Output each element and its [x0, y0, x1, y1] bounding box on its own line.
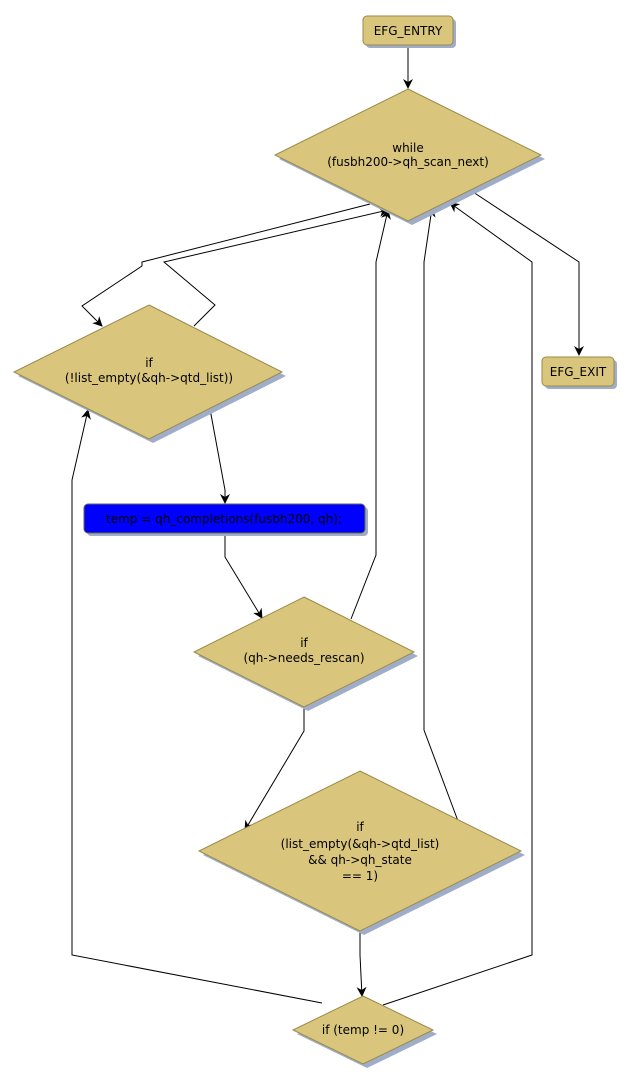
- node-if-list-empty-state[interactable]: if (list_empty(&qh->qtd_list) && qh->qh_…: [197, 770, 525, 935]
- edge-if-list-not-empty-to-while: [162, 207, 389, 327]
- node-entry[interactable]: EFG_ENTRY: [362, 15, 456, 48]
- node-stmt-completions-label: temp = qh_completions(fusbh200, qh);: [106, 512, 342, 526]
- edge-while-to-if-list-not-empty: [81, 203, 371, 327]
- node-exit[interactable]: EFG_EXIT: [541, 356, 617, 389]
- edge-if-list-empty-state-to-while: [423, 207, 459, 822]
- node-if-list-not-empty-line-2: (!list_empty(&qh->qtd_list)): [65, 371, 233, 385]
- edge-if-temp-to-if-list-not-empty: [71, 409, 323, 1004]
- node-if-list-empty-state-line-3: && qh->qh_state: [308, 853, 412, 867]
- node-exit-label: EFG_EXIT: [550, 365, 607, 379]
- node-while-loop[interactable]: while (fusbh200->qh_scan_next): [273, 88, 545, 225]
- node-while-loop-line-1: while: [392, 141, 423, 155]
- edges: [71, 46, 584, 1006]
- edge-if-needs-rescan-to-while: [350, 209, 391, 620]
- edge-if-list-empty-state-to-if-temp: [356, 932, 367, 997]
- edge-while-to-exit: [469, 189, 584, 356]
- node-if-list-not-empty[interactable]: if (!list_empty(&qh->qtd_list)): [12, 304, 286, 443]
- node-if-list-not-empty-line-1: if: [145, 356, 153, 370]
- edge-stmt-to-if-needs-rescan: [224, 535, 263, 619]
- node-stmt-completions[interactable]: temp = qh_completions(fusbh200, qh);: [83, 503, 368, 536]
- node-if-list-empty-state-line-4: == 1): [342, 869, 378, 883]
- edge-if-temp-to-while: [382, 202, 533, 1006]
- edge-if-needs-rescan-to-if-list-empty-state: [244, 708, 305, 831]
- node-while-loop-line-2: (fusbh200->qh_scan_next): [327, 155, 489, 169]
- node-if-needs-rescan-line-1: if: [300, 636, 308, 650]
- node-if-temp-nonzero-label: if (temp != 0): [322, 1023, 404, 1037]
- edge-if-list-not-empty-to-stmt: [209, 408, 230, 504]
- node-entry-label: EFG_ENTRY: [374, 24, 443, 38]
- node-if-needs-rescan-line-2: (qh->needs_rescan): [243, 651, 364, 665]
- node-if-list-empty-state-line-1: if: [356, 820, 364, 834]
- node-if-list-empty-state-line-2: (list_empty(&qh->qtd_list): [281, 837, 440, 851]
- node-if-needs-rescan[interactable]: if (qh->needs_rescan): [192, 596, 418, 711]
- node-if-temp-nonzero[interactable]: if (temp != 0): [291, 995, 437, 1068]
